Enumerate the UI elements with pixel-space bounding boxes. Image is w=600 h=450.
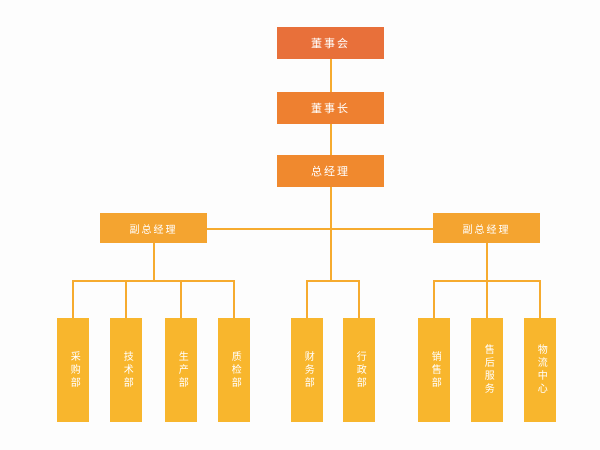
node-department-logistics-center-label: 物流中心 <box>535 344 547 396</box>
node-department-quality-inspection-label: 质检部 <box>229 350 241 390</box>
node-deputy-general-manager-right-label: 副总经理 <box>462 224 511 236</box>
connector-right-dept-1-stem <box>433 280 435 318</box>
node-board-of-directors-label: 董事会 <box>311 37 350 50</box>
connector-left-deputy-stem <box>153 243 155 281</box>
node-department-sales-label: 销售部 <box>429 350 441 390</box>
connector-left-dept-4-stem <box>233 280 235 318</box>
connector-right-deputy-stem <box>486 243 488 281</box>
connector-center-dept-2-stem <box>358 280 360 318</box>
node-department-quality-inspection[interactable]: 质检部 <box>218 318 250 422</box>
node-chairman[interactable]: 董事长 <box>277 92 384 124</box>
connector-left-dept-1-stem <box>72 280 74 318</box>
node-deputy-general-manager-left[interactable]: 副总经理 <box>100 213 207 243</box>
node-department-administration-label: 行政部 <box>354 350 366 390</box>
node-department-technology[interactable]: 技术部 <box>110 318 142 422</box>
node-chairman-label: 董事长 <box>311 102 350 115</box>
connector-left-group-bus <box>72 280 235 282</box>
node-department-administration[interactable]: 行政部 <box>343 318 375 422</box>
node-department-procurement-label: 采购部 <box>68 350 80 390</box>
connector-right-dept-2-stem <box>486 280 488 318</box>
connector-right-dept-3-stem <box>539 280 541 318</box>
node-general-manager-label: 总经理 <box>311 165 350 178</box>
node-board-of-directors[interactable]: 董事会 <box>277 27 384 59</box>
connector-board-to-chairman <box>330 58 332 92</box>
node-general-manager[interactable]: 总经理 <box>277 155 384 187</box>
connector-left-dept-3-stem <box>180 280 182 318</box>
node-department-sales[interactable]: 销售部 <box>418 318 450 422</box>
connector-center-group-bus <box>306 280 360 282</box>
node-deputy-general-manager-left-label: 副总经理 <box>129 224 178 236</box>
node-department-finance-label: 财务部 <box>302 350 314 390</box>
connector-deputy-bus <box>200 228 445 230</box>
node-department-technology-label: 技术部 <box>121 350 133 390</box>
node-department-finance[interactable]: 财务部 <box>291 318 323 422</box>
node-department-logistics-center[interactable]: 物流中心 <box>524 318 556 422</box>
node-deputy-general-manager-right[interactable]: 副总经理 <box>433 213 540 243</box>
node-department-production-label: 生产部 <box>176 350 188 390</box>
connector-left-dept-2-stem <box>125 280 127 318</box>
node-department-after-sales-service-label: 售后服务 <box>482 344 494 396</box>
connector-center-dept-1-stem <box>306 280 308 318</box>
connector-chairman-to-gm <box>330 123 332 155</box>
connector-gm-trunk <box>330 186 332 280</box>
node-department-after-sales-service[interactable]: 售后服务 <box>471 318 503 422</box>
node-department-production[interactable]: 生产部 <box>165 318 197 422</box>
node-department-procurement[interactable]: 采购部 <box>57 318 89 422</box>
